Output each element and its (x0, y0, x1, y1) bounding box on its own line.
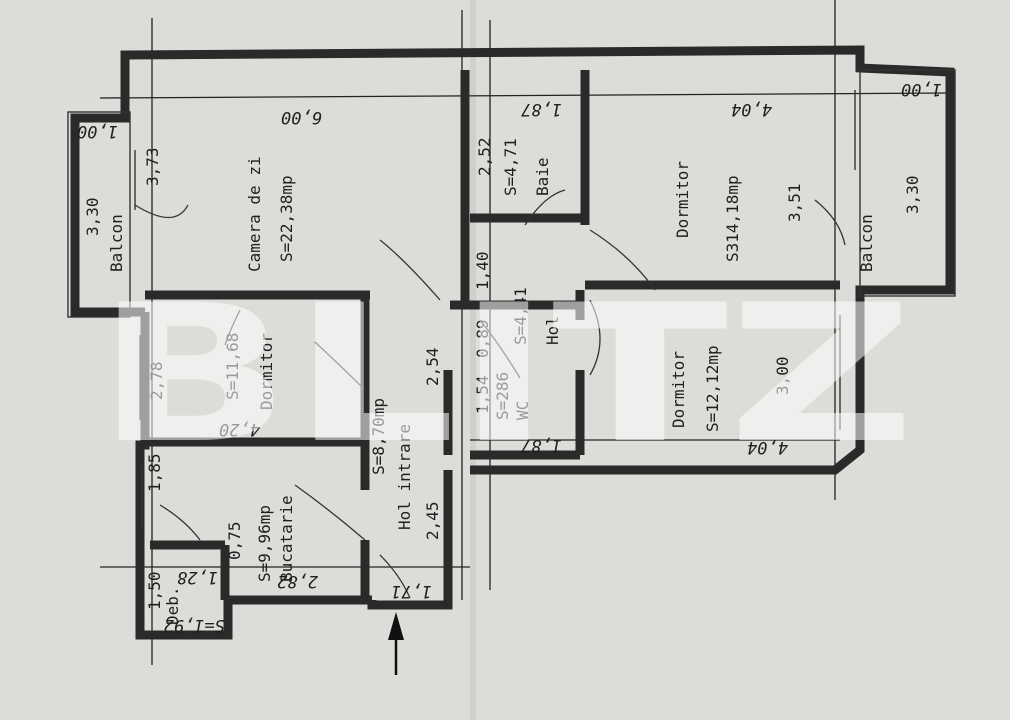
dorm3-area: S=12,12mp (703, 345, 722, 432)
dorm1-dim-wid: 3,51 (785, 183, 804, 222)
dorm2-dim-len: 4,20 (219, 419, 260, 439)
wc-dim-b: 0,89 (473, 319, 492, 358)
balcon1-dim-a: 3,30 (83, 197, 102, 236)
hol-intrare-name: Hol intrare (395, 424, 414, 530)
baie-dim-a: 2,52 (475, 137, 494, 176)
wc-dim-a: 1,54 (473, 375, 492, 414)
camera-dim-len: 6,00 (281, 107, 322, 127)
dorm1-dim-len: 4,04 (731, 99, 772, 119)
deb-dim-b: 1,28 (177, 567, 218, 587)
balcon2-dim-b: 1,00 (901, 79, 942, 99)
hol-intrare-dim-a: 2,54 (423, 347, 442, 386)
watermark-logo: BLITZ (95, 264, 915, 485)
dorm2-area: S=11,68 (223, 333, 242, 400)
dorm3-name: Dormitor (669, 351, 688, 428)
balcon2-dim-a: 3,30 (903, 175, 922, 214)
bucatarie-dim-b: 1,85 (145, 453, 164, 492)
bucatarie-dim-a: 2,82 (277, 571, 318, 591)
camera-area: S=22,38mp (277, 175, 296, 262)
bucatarie-name: Bucatarie (277, 495, 296, 582)
dorm3-dim-c: 1,87 (520, 435, 562, 455)
hol-intrare-area: S=8,70mp (369, 398, 388, 475)
hol-dim-a: 1,40 (473, 251, 492, 290)
hol-intrare-dim-c: 1,71 (391, 581, 432, 601)
bucatarie-dim-c: 0,75 (225, 521, 244, 560)
dorm1-area: S314,18mp (723, 175, 742, 262)
dorm1-name: Dormitor (673, 161, 692, 238)
wc-area: S=286 (493, 372, 512, 420)
dorm2-dim-wid: 2,78 (147, 361, 166, 400)
dorm2-name: Dormitor (257, 333, 276, 410)
entrance-arrow-icon (388, 612, 404, 675)
hol-name: Hol (543, 316, 562, 345)
room-labels: Camera de zi S=22,38mp 6,00 3,73 Baie S=… (77, 79, 942, 635)
baie-name: Baie (533, 157, 552, 196)
baie-dim-b: 1,87 (520, 99, 562, 119)
balcon1-dim-b: 1,00 (77, 121, 118, 141)
bucatarie-area: S=9,96mp (255, 505, 274, 582)
dorm3-dim-wid: 3,00 (773, 356, 792, 395)
door-swings (134, 189, 846, 599)
deb-name: Deb. (163, 586, 182, 625)
baie-area: S=4,71 (501, 138, 520, 196)
deb-area: S=1,92 (164, 615, 225, 635)
hol-intrare-dim-b: 2,45 (423, 501, 442, 540)
balcon1-name: Balcon (107, 214, 126, 272)
camera-name: Camera de zi (245, 156, 264, 272)
balcon2-name: Balcon (857, 214, 876, 272)
walls (70, 45, 955, 640)
dorm3-dim-len: 4,04 (747, 437, 788, 457)
balcony-rails (67, 69, 956, 530)
paper-fold (470, 0, 476, 720)
camera-dim-wid: 3,73 (143, 147, 162, 186)
deb-dim-a: 1,50 (145, 571, 164, 610)
wc-name: WC (513, 401, 532, 420)
hol-area: S=4,41 (511, 287, 530, 345)
